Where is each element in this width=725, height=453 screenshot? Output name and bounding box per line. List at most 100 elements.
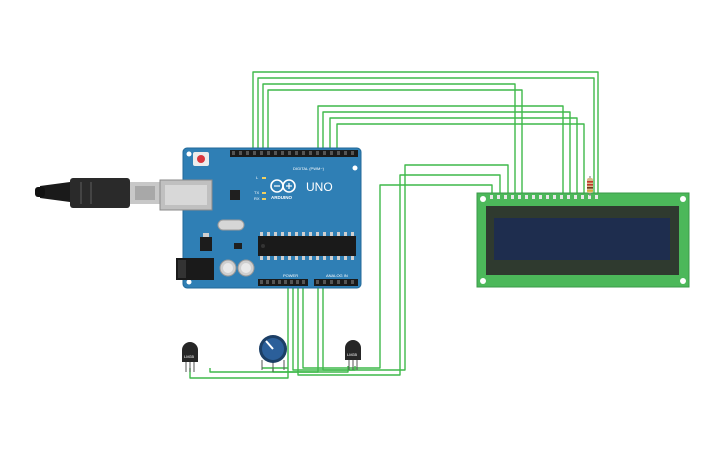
chip-pin[interactable] [351,256,354,260]
header-pin[interactable] [296,280,299,284]
header-pin[interactable] [295,151,298,155]
wire-gnd-rail[interactable] [189,368,289,379]
wire-d3[interactable] [329,117,578,195]
chip-pin[interactable] [330,232,333,236]
header-pin[interactable] [309,151,312,155]
wire-d2[interactable] [336,123,585,195]
chip-pin[interactable] [351,232,354,236]
chip-pin[interactable] [295,256,298,260]
header-pin[interactable] [351,280,354,284]
chip-pin[interactable] [337,256,340,260]
chip-pin[interactable] [295,232,298,236]
lcd-pin[interactable] [525,195,528,199]
chip-pin[interactable] [309,256,312,260]
header-pin[interactable] [239,151,242,155]
header-pin[interactable] [316,280,319,284]
header-pin[interactable] [288,151,291,155]
chip-pin[interactable] [323,232,326,236]
lcd-pin[interactable] [560,195,563,199]
wire-lcd-vcc[interactable] [292,164,509,371]
atmega-chip [258,236,356,256]
chip-pin[interactable] [260,256,263,260]
header-pin[interactable] [232,151,235,155]
header-pin[interactable] [274,151,277,155]
header-pin[interactable] [316,151,319,155]
header-pin[interactable] [266,280,269,284]
header-pin[interactable] [290,280,293,284]
chip-pin[interactable] [323,256,326,260]
chip-pin[interactable] [274,256,277,260]
header-pin[interactable] [330,151,333,155]
chip-pin[interactable] [302,232,305,236]
chip-pin[interactable] [281,232,284,236]
chip-pin[interactable] [288,256,291,260]
chip-pin[interactable] [267,256,270,260]
chip-pin[interactable] [288,232,291,236]
resistor[interactable] [587,176,593,196]
lcd-pin[interactable] [518,195,521,199]
header-pin[interactable] [272,280,275,284]
lcd-pin[interactable] [497,195,500,199]
chip-pin[interactable] [267,232,270,236]
header-pin[interactable] [323,280,326,284]
header-pin[interactable] [284,280,287,284]
lcd-pin[interactable] [595,195,598,199]
wire-5v-rail[interactable] [262,282,289,369]
wire-lcd-vo[interactable] [302,184,493,369]
wire-d12[interactable] [257,77,595,195]
header-pin[interactable] [267,151,270,155]
chip-pin[interactable] [316,256,319,260]
wire-d10[interactable] [267,89,523,195]
header-pin[interactable] [253,151,256,155]
header-pin[interactable] [278,280,281,284]
chip-pin[interactable] [302,256,305,260]
chip-pin[interactable] [330,256,333,260]
arduino-board[interactable]: ARDUINO UNO L TX RX DIGITAL (PWM~) POWER… [159,147,362,289]
header-pin[interactable] [246,151,249,155]
lcd-pin[interactable] [574,195,577,199]
header-pin[interactable] [337,151,340,155]
wires [189,71,599,379]
header-pin[interactable] [302,151,305,155]
header-pin[interactable] [330,280,333,284]
lcd-pin[interactable] [553,195,556,199]
header-pin[interactable] [281,151,284,155]
wire-d5[interactable] [317,105,564,195]
temperature-sensor-left[interactable]: LM35 [182,342,198,372]
lcd-pin[interactable] [490,195,493,199]
chip-pin[interactable] [260,232,263,236]
wire-a1[interactable] [322,282,356,371]
header-pin[interactable] [260,151,263,155]
lcd-pin[interactable] [532,195,535,199]
lcd-pin[interactable] [511,195,514,199]
potentiometer[interactable] [259,335,287,372]
chip-pin[interactable] [344,256,347,260]
lcd-pin[interactable] [581,195,584,199]
header-pin[interactable] [344,280,347,284]
chip-pin[interactable] [316,232,319,236]
wire-d4[interactable] [322,111,571,195]
header-pin[interactable] [302,280,305,284]
usb-cable[interactable] [35,178,160,208]
chip-pin[interactable] [344,232,347,236]
wire-lcd-gnd[interactable] [297,174,501,376]
wire-a0[interactable] [209,282,319,373]
header-pin[interactable] [344,151,347,155]
wire-d11[interactable] [262,83,516,195]
lcd-16x2-module[interactable] [476,192,690,288]
header-pin[interactable] [260,280,263,284]
lcd-pin[interactable] [539,195,542,199]
lcd-pin[interactable] [567,195,570,199]
header-pin[interactable] [337,280,340,284]
lcd-pin[interactable] [588,195,591,199]
temperature-sensor-right[interactable]: LM35 [345,340,361,370]
chip-pin[interactable] [274,232,277,236]
chip-pin[interactable] [281,256,284,260]
lcd-pin[interactable] [546,195,549,199]
chip-pin[interactable] [309,232,312,236]
header-pin[interactable] [351,151,354,155]
header-pin[interactable] [323,151,326,155]
lcd-pin[interactable] [504,195,507,199]
chip-pin[interactable] [337,232,340,236]
wire-d13[interactable] [252,71,599,195]
